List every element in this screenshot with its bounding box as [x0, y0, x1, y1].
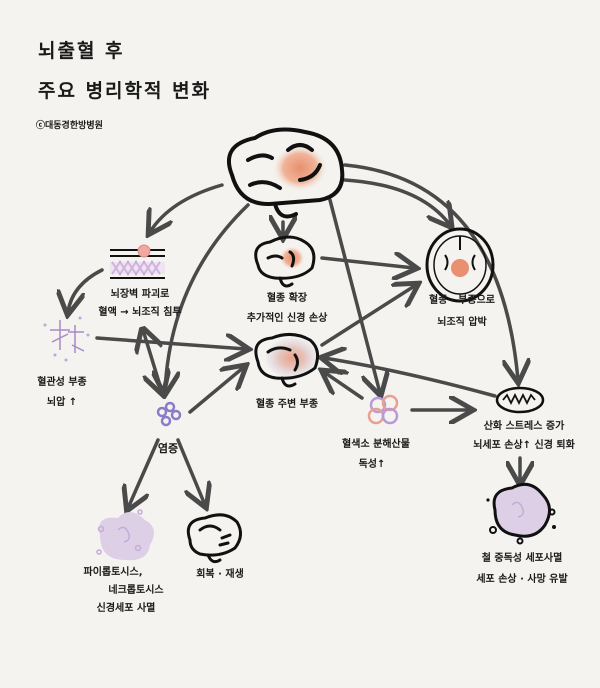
pyroptosis-label-3: 신경세포 사멸 — [96, 603, 156, 614]
arrow-bbb-to-vasogenic — [68, 268, 104, 312]
arrow-expansion-to-compression — [320, 258, 414, 268]
arrow-perihematomal-to-compression — [320, 285, 416, 347]
credit: ⓒ대동경한방병원 — [36, 121, 103, 131]
hemoglobin-label-2: 독성↑ — [358, 459, 386, 470]
oxidative-label-2: 뇌세포 손상↑ 신경 퇴화 — [473, 440, 575, 451]
compression-label-2: 뇌조직 압박 — [437, 317, 487, 328]
inflammation-label: 염증 — [157, 442, 179, 455]
recovery-label: 회복 · 재생 — [196, 569, 244, 580]
arrow-bbb-inflammation — [143, 330, 162, 392]
brain-edema-icon — [254, 333, 320, 388]
arrow-inflammation-to-perihematomal — [188, 367, 244, 414]
arrow-brain-to-mitochondria — [343, 163, 518, 380]
perihematomal-label: 혈종 주변 부종 — [255, 399, 319, 410]
arrow-mitochondria-to-perihematomal — [324, 358, 497, 398]
vasogenic-label-1: 혈관성 부종 — [37, 377, 87, 388]
arrow-hemoglobin-to-perihematomal — [324, 372, 364, 400]
oxidative-label-1: 산화 스트레스 증가 — [483, 421, 565, 432]
bbb-label-2: 혈액 → 뇌조직 침투 — [98, 307, 182, 318]
arrow-brain-to-inflammation — [165, 203, 250, 392]
mitochondria-icon — [495, 386, 545, 414]
pyroptosis-label-2: 네크롭토시스 — [108, 585, 164, 596]
title-line1: 뇌출혈 후 — [38, 40, 125, 62]
ferroptosis-cell-icon — [486, 482, 556, 545]
bbb-label-1: 뇌장벽 파괴로 — [110, 289, 170, 300]
arrow-vasogenic-to-perihematomal — [95, 338, 246, 349]
arrows — [68, 163, 520, 508]
brain-hemorrhage-icon — [226, 127, 345, 219]
brain-hematoma-icon — [254, 235, 316, 288]
neuron-edema-icon — [43, 316, 90, 362]
ferroptosis-label-2: 세포 손상 · 사망 유발 — [476, 574, 568, 585]
arrow-inflammation-to-recovery — [176, 438, 205, 505]
immune-cells-icon — [156, 401, 182, 427]
title-line2: 주요 병리학적 변화 — [38, 80, 212, 102]
hemoglobin-label-1: 혈색소 분해산물 — [342, 439, 410, 450]
brain-outline-icon — [186, 513, 242, 564]
arrow-brain-to-hemoglobin — [328, 198, 380, 393]
vasogenic-label-2: 뇌압 ↑ — [46, 397, 78, 408]
arrow-brain-to-bbb — [150, 183, 224, 232]
blood-brain-barrier-icon — [110, 244, 165, 279]
expansion-label-2: 추가적인 신경 손상 — [246, 313, 328, 324]
dying-cell-icon — [96, 509, 154, 561]
expansion-label-1: 혈종 확장 — [266, 293, 308, 304]
arrow-inflammation-to-pyroptosis — [128, 438, 160, 508]
brain-section-icon — [425, 227, 495, 303]
arrow-brain-to-compression — [343, 178, 450, 225]
pyroptosis-label-1: 파이롭토시스, — [83, 567, 143, 578]
hemoglobin-icon — [367, 394, 399, 425]
ferroptosis-label-1: 철 중독성 세포사멸 — [481, 553, 563, 564]
compression-label-1: 혈종 · 부종으로 — [429, 295, 495, 306]
